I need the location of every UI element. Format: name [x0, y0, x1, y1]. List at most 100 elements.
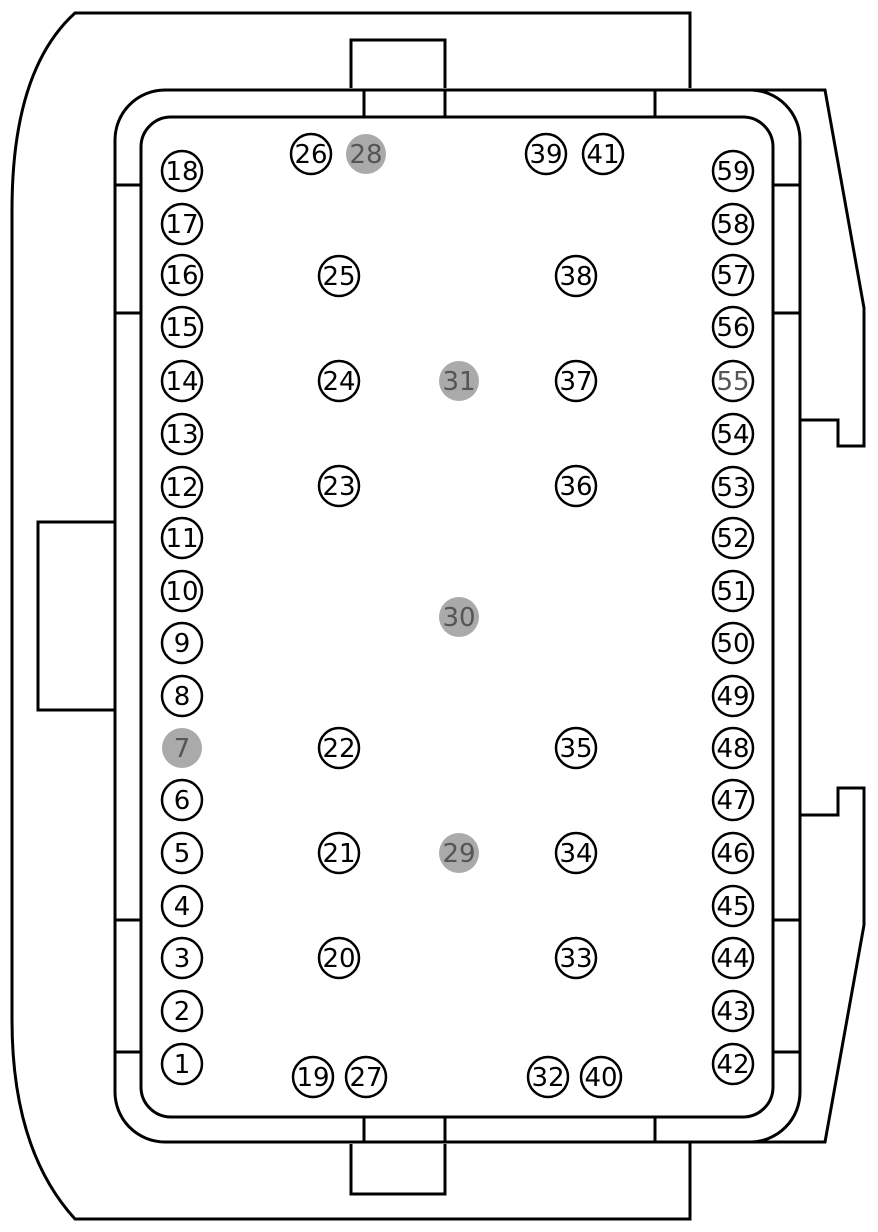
pin-label: 16: [165, 261, 198, 291]
pin-label: 8: [174, 682, 191, 712]
pin-label: 58: [716, 210, 749, 240]
pin-label: 15: [165, 313, 198, 343]
pin-11: 11: [160, 516, 204, 560]
pin-39: 39: [524, 132, 568, 176]
pin-label: 35: [559, 734, 592, 764]
pin-label: 43: [716, 997, 749, 1027]
pin-15: 15: [160, 305, 204, 349]
pin-20: 20: [317, 936, 361, 980]
pin-label: 1: [174, 1050, 191, 1080]
pin-circle: [289, 132, 333, 176]
pin-label: 23: [322, 472, 355, 502]
pin-circle: [346, 134, 386, 174]
pin-circle: [711, 831, 755, 875]
pin-circle: [439, 833, 479, 873]
pin-12: 12: [160, 465, 204, 509]
pin-23: 23: [317, 464, 361, 508]
pin-label: 21: [322, 839, 355, 869]
pin-circle: [160, 1042, 204, 1086]
pin-label: 25: [322, 262, 355, 292]
pin-35: 35: [554, 726, 598, 770]
pin-circle: [711, 884, 755, 928]
pin-circle: [344, 1055, 388, 1099]
pin-label: 34: [559, 839, 592, 869]
pin-label: 59: [716, 157, 749, 187]
pin-circle: [160, 305, 204, 349]
pin-circle: [160, 569, 204, 613]
pin-circle: [160, 831, 204, 875]
pin-circle: [526, 1055, 570, 1099]
pin-label: 24: [322, 367, 355, 397]
pin-label: 56: [716, 313, 749, 343]
pin-25: 25: [317, 254, 361, 298]
housing-outer-shell: [10, 11, 692, 1221]
pin-43: 43: [711, 989, 755, 1033]
pin-circle: [317, 726, 361, 770]
pin-circle: [711, 202, 755, 246]
pin-circle: [711, 936, 755, 980]
pin-label: 20: [322, 944, 355, 974]
pin-16: 16: [160, 253, 204, 297]
pin-18: 18: [160, 149, 204, 193]
pin-label: 17: [165, 210, 198, 240]
pin-13: 13: [160, 412, 204, 456]
pin-circle: [160, 253, 204, 297]
pin-circle: [554, 359, 598, 403]
pin-circle: [579, 1055, 623, 1099]
pin-circle: [524, 132, 568, 176]
pin-circle: [160, 412, 204, 456]
pin-36: 36: [554, 464, 598, 508]
pin-44: 44: [711, 936, 755, 980]
pin-4: 4: [160, 884, 204, 928]
pin-47: 47: [711, 778, 755, 822]
pin-circle: [554, 254, 598, 298]
bottom-key-tab: [349, 1144, 447, 1196]
pin-label: 47: [716, 786, 749, 816]
pin-label: 40: [584, 1063, 617, 1093]
pin-41: 41: [581, 132, 625, 176]
pin-22: 22: [317, 726, 361, 770]
pin-19: 19: [291, 1055, 335, 1099]
pin-27: 27: [344, 1055, 388, 1099]
pin-6: 6: [160, 778, 204, 822]
pin-circle: [711, 253, 755, 297]
pin-circle: [711, 778, 755, 822]
pin-label: 44: [716, 944, 749, 974]
pin-46: 46: [711, 831, 755, 875]
pin-38: 38: [554, 254, 598, 298]
pin-59: 59: [711, 149, 755, 193]
pin-circle: [711, 674, 755, 718]
pin-label: 27: [349, 1063, 382, 1093]
pin-label: 37: [559, 367, 592, 397]
pin-label: 46: [716, 839, 749, 869]
pin-label: 11: [165, 524, 198, 554]
pin-circle: [711, 465, 755, 509]
pin-52: 52: [711, 516, 755, 560]
pin-circle: [160, 936, 204, 980]
pin-circle: [160, 516, 204, 560]
pin-label: 2: [174, 997, 191, 1027]
pin-circle: [711, 726, 755, 770]
pin-circle: [317, 359, 361, 403]
pin-51: 51: [711, 569, 755, 613]
pin-label: 45: [716, 892, 749, 922]
frame-ribs: [115, 90, 800, 1142]
pin-42: 42: [711, 1042, 755, 1086]
pin-label: 51: [716, 577, 749, 607]
pin-label: 6: [174, 786, 191, 816]
pin-label: 13: [165, 420, 198, 450]
pin-50: 50: [711, 621, 755, 665]
pin-label: 30: [442, 603, 475, 633]
pin-circle: [291, 1055, 335, 1099]
pin-label: 41: [586, 140, 619, 170]
pin-29: 29: [439, 833, 479, 873]
pin-label: 26: [294, 140, 327, 170]
pin-label: 12: [165, 473, 198, 503]
pin-circle: [711, 516, 755, 560]
pin-5: 5: [160, 831, 204, 875]
pin-label: 32: [531, 1063, 564, 1093]
frame-inner-cavity: [139, 115, 775, 1119]
pin-label: 5: [174, 839, 191, 869]
